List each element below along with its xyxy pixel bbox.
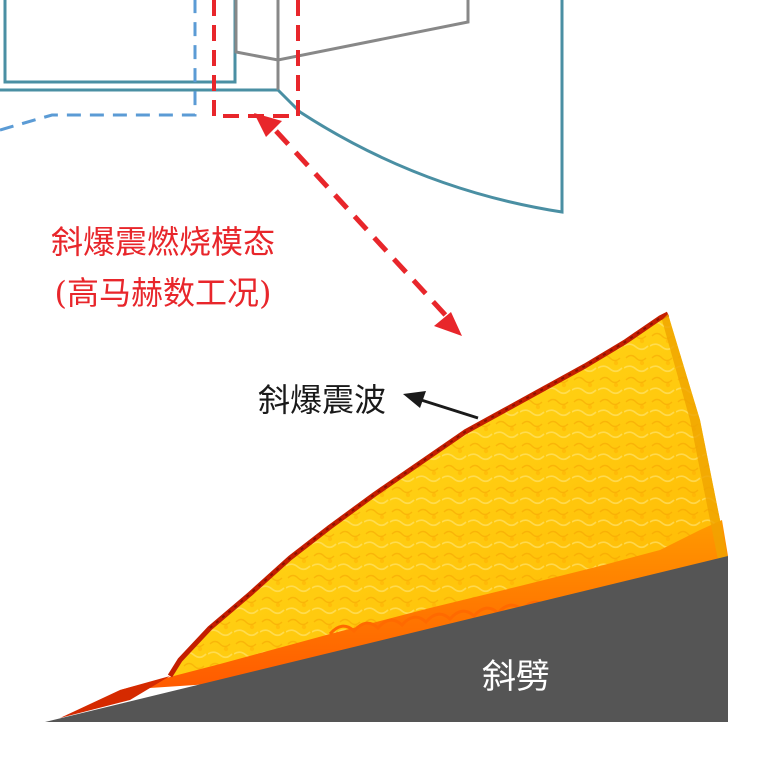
wave-pointer-arrow bbox=[403, 391, 479, 420]
wave-label: 斜爆震波 bbox=[258, 381, 386, 419]
red-dashed-arrow bbox=[254, 113, 462, 336]
wedge-label: 斜劈 bbox=[482, 657, 550, 697]
engine-outline bbox=[0, 0, 564, 214]
blue-dashed-path bbox=[0, 0, 197, 132]
detonation-flow-field bbox=[60, 311, 728, 718]
wedge bbox=[45, 556, 728, 722]
mode-subtitle: (高马赫数工况) bbox=[55, 274, 272, 312]
mode-title: 斜爆震燃烧模态 bbox=[51, 223, 275, 261]
